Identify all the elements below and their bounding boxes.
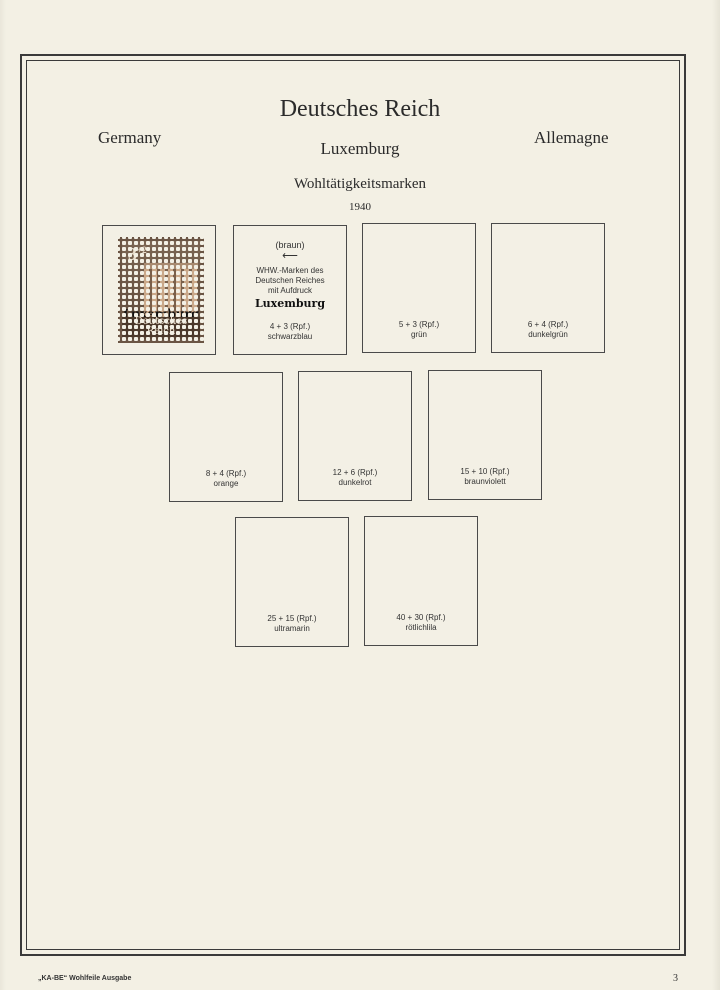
slot-value: 40 + 30 (Rpf.) (396, 613, 446, 622)
overprint-sample: Luxemburg (254, 297, 326, 310)
slot-color: schwarzblau (267, 332, 313, 341)
slot-color: dunkelrot (338, 478, 372, 487)
building-illustration (144, 263, 198, 327)
description-line: WHW.-Marken des (256, 266, 324, 275)
stamp-slot-info: (braun) ⟵ WHW.-Marken des Deutschen Reic… (233, 225, 347, 355)
stamp-image: 3+2 Luxemburg Deutsches Reich (118, 237, 204, 343)
year-label: 1940 (349, 201, 371, 213)
stamp-slot-4: 6 + 4 (Rpf.) dunkelgrün (491, 223, 605, 353)
stamp-slot-1: 3+2 Luxemburg Deutsches Reich (102, 225, 216, 355)
slot-value: 5 + 3 (Rpf.) (398, 320, 440, 329)
stamp-slot-5: 8 + 4 (Rpf.) orange (169, 372, 283, 502)
stamp-slot-9: 40 + 30 (Rpf.) rötlichlila (364, 516, 478, 646)
stamp-surcharge: +2 (137, 245, 147, 255)
arrow-left-icon: ⟵ (282, 250, 298, 262)
stamp-slot-6: 12 + 6 (Rpf.) dunkelrot (298, 371, 412, 501)
slot-color: grün (410, 330, 427, 339)
page-frame-inner (26, 60, 680, 950)
page-title: Deutsches Reich (279, 96, 441, 122)
slot-color: ultramarin (274, 624, 310, 633)
color-note: braun (278, 240, 302, 250)
stamp-inscription: Deutsches Reich (122, 317, 200, 337)
page-number: 3 (673, 973, 678, 984)
slot-value: 6 + 4 (Rpf.) (527, 320, 569, 329)
stamp-value: 3 (128, 244, 137, 264)
stamp-slot-8: 25 + 15 (Rpf.) ultramarin (235, 517, 349, 647)
slot-value: 12 + 6 (Rpf.) (332, 468, 378, 477)
country-label-fr: Allemagne (534, 128, 609, 147)
slot-description: WHW.-Marken des Deutschen Reiches mit Au… (234, 266, 346, 296)
slot-value: 25 + 15 (Rpf.) (267, 614, 317, 623)
slot-value: 15 + 10 (Rpf.) (460, 467, 510, 476)
stamp-slot-7: 15 + 10 (Rpf.) braunviolett (428, 370, 542, 500)
slot-color: orange (213, 479, 239, 488)
slot-color: dunkelgrün (528, 330, 568, 339)
page-frame-outer (20, 54, 686, 956)
slot-color: rötlichlila (405, 623, 437, 632)
description-line: mit Aufdruck (267, 286, 312, 295)
slot-value: 8 + 4 (Rpf.) (205, 469, 247, 478)
slot-color: braunviolett (464, 477, 506, 486)
country-label-en: Germany (98, 128, 162, 147)
publisher-imprint: „KA-BE“ Wohlfeile Ausgabe (38, 975, 132, 982)
slot-value: 4 + 3 (Rpf.) (269, 322, 311, 331)
description-line: Deutschen Reiches (255, 276, 325, 285)
region-label: Luxemburg (320, 139, 400, 158)
series-label: Wohltätigkeitsmarken (293, 176, 427, 192)
stamp-slot-3: 5 + 3 (Rpf.) grün (362, 223, 476, 353)
